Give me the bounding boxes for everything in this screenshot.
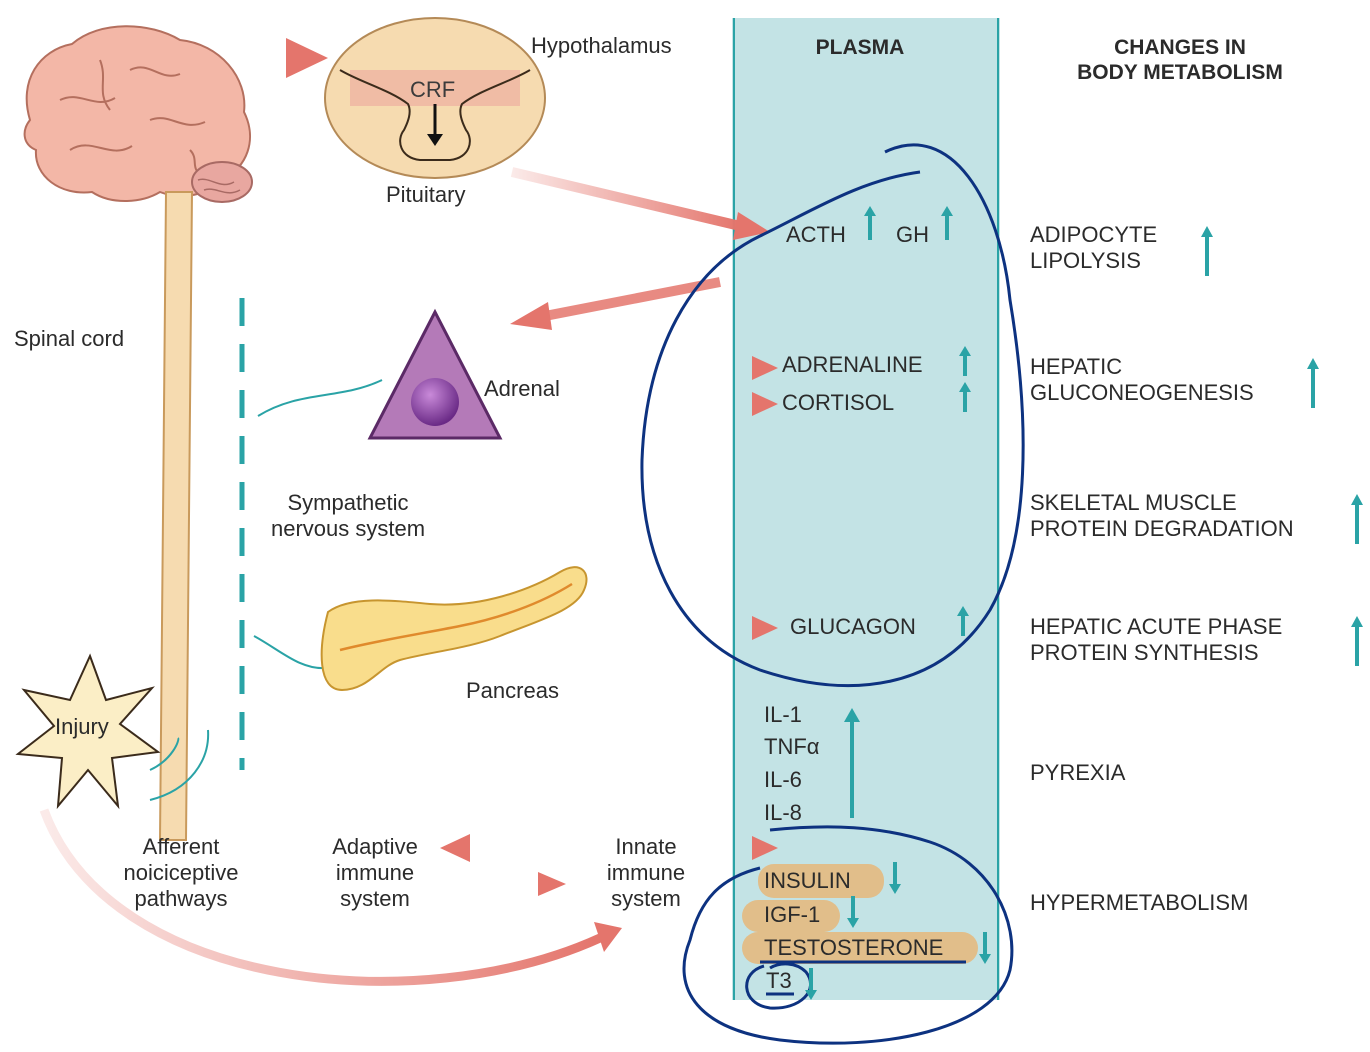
- change-item-acute-phase: HEPATIC ACUTE PHASE PROTEIN SYNTHESIS: [1030, 614, 1282, 666]
- afferent-line-1: Afferent: [96, 834, 266, 860]
- change-item-gluconeogenesis: HEPATIC GLUCONEOGENESIS: [1030, 354, 1254, 406]
- sympathetic-line-1: Sympathetic: [248, 490, 448, 516]
- spinal-cord: [160, 192, 192, 840]
- up-arrow-icon: [958, 380, 972, 414]
- adrenal-label: Adrenal: [484, 376, 560, 402]
- plasma-item-adrenaline: ADRENALINE: [782, 352, 923, 378]
- afferent-line-3: pathways: [96, 886, 266, 912]
- plasma-item-acth: ACTH: [786, 222, 846, 248]
- up-arrow-icon: [956, 604, 970, 638]
- brain-icon: [25, 26, 252, 202]
- plasma-item-igf1: IGF-1: [764, 902, 820, 928]
- plasma-item-il1: IL-1: [764, 702, 802, 728]
- up-arrow-icon: [1350, 614, 1364, 668]
- down-arrow-icon: [978, 930, 992, 966]
- sympathetic-label: Sympathetic nervous system: [248, 490, 448, 542]
- injury-label: Injury: [55, 714, 109, 740]
- adrenal-icon: [370, 312, 500, 438]
- change-item-pyrexia: PYREXIA: [1030, 760, 1125, 786]
- innate-line-1: Innate: [586, 834, 706, 860]
- innate-line-3: system: [586, 886, 706, 912]
- change-line: HEPATIC ACUTE PHASE: [1030, 614, 1282, 640]
- spinal-cord-label: Spinal cord: [14, 326, 124, 352]
- innate-line-2: immune: [586, 860, 706, 886]
- down-arrow-icon: [804, 966, 818, 1002]
- plasma-item-testosterone: TESTOSTERONE: [764, 935, 943, 961]
- afferent-label: Afferent noiciceptive pathways: [96, 834, 266, 912]
- plasma-item-t3: T3: [766, 968, 792, 994]
- change-line: HEPATIC: [1030, 354, 1254, 380]
- sympathetic-line-2: nervous system: [248, 516, 448, 542]
- changes-heading-line-1: CHANGES IN: [1030, 36, 1330, 61]
- pancreas-icon: [322, 567, 587, 690]
- change-item-hypermetabolism: HYPERMETABOLISM: [1030, 890, 1248, 916]
- changes-heading-line-2: BODY METABOLISM: [1030, 61, 1330, 86]
- pancreas-label: Pancreas: [466, 678, 559, 704]
- change-line: PROTEIN SYNTHESIS: [1030, 640, 1282, 666]
- adaptive-line-3: system: [310, 886, 440, 912]
- afferent-line-2: noiciceptive: [96, 860, 266, 886]
- up-arrow-icon: [940, 204, 954, 242]
- change-line: SKELETAL MUSCLE: [1030, 490, 1294, 516]
- plasma-item-glucagon: GLUCAGON: [790, 614, 916, 640]
- up-arrow-icon: [863, 204, 877, 242]
- hypothalamus-label: Hypothalamus: [531, 33, 672, 59]
- crf-label: CRF: [410, 77, 455, 103]
- adaptive-line-1: Adaptive: [310, 834, 440, 860]
- up-arrow-icon: [1306, 356, 1320, 410]
- change-line: GLUCONEOGENESIS: [1030, 380, 1254, 406]
- plasma-item-tnfa: TNFα: [764, 734, 819, 760]
- plasma-item-il8: IL-8: [764, 800, 802, 826]
- down-arrow-icon: [846, 894, 860, 930]
- innate-immune-label: Innate immune system: [586, 834, 706, 912]
- plasma-item-cortisol: CORTISOL: [782, 390, 894, 416]
- pituitary-label: Pituitary: [386, 182, 465, 208]
- down-arrow-icon: [888, 860, 902, 896]
- change-line: LIPOLYSIS: [1030, 248, 1157, 274]
- change-item-lipolysis: ADIPOCYTE LIPOLYSIS: [1030, 222, 1157, 274]
- change-item-muscle-degradation: SKELETAL MUSCLE PROTEIN DEGRADATION: [1030, 490, 1294, 542]
- change-line: ADIPOCYTE: [1030, 222, 1157, 248]
- adaptive-line-2: immune: [310, 860, 440, 886]
- plasma-item-insulin: INSULIN: [764, 868, 851, 894]
- adaptive-immune-label: Adaptive immune system: [310, 834, 440, 912]
- change-line: PROTEIN DEGRADATION: [1030, 516, 1294, 542]
- up-arrow-icon: [1200, 224, 1214, 278]
- plasma-item-il6: IL-6: [764, 767, 802, 793]
- plasma-heading: PLASMA: [760, 36, 960, 61]
- changes-heading: CHANGES IN BODY METABOLISM: [1030, 36, 1330, 86]
- up-arrow-icon: [1350, 492, 1364, 546]
- up-arrow-icon: [958, 344, 972, 378]
- plasma-item-gh: GH: [896, 222, 929, 248]
